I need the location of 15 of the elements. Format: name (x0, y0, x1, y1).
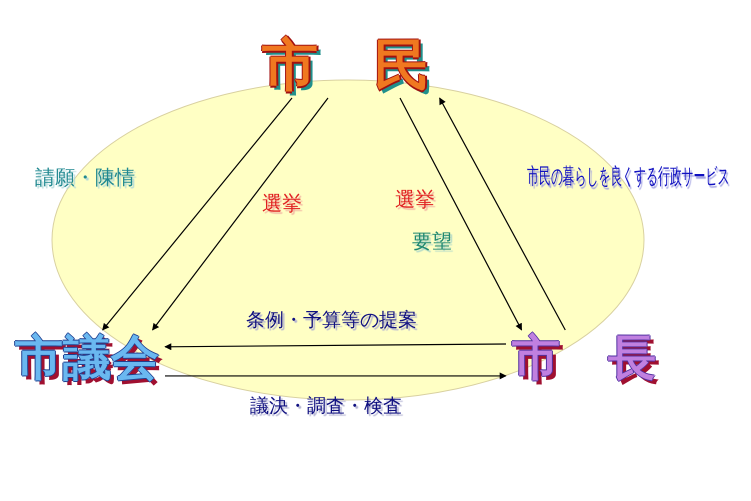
edge-label: 請願・陳情 (35, 166, 135, 188)
node-title: 市 長 (506, 330, 662, 386)
node-title: 市 民 (256, 34, 436, 98)
annotation-label: 要望 (412, 230, 452, 252)
arrow (399, 98, 522, 331)
edge-label: 市民の暮らしを良くする行政サービス (527, 165, 730, 190)
edge-label: 選挙 (262, 192, 302, 214)
edge-label: 条例・予算等の提案 (246, 310, 417, 331)
edge-label: 議決・調査・検査 (250, 396, 402, 417)
arrow (439, 97, 566, 330)
arrow (152, 98, 328, 331)
arrow (102, 98, 292, 331)
arrow (165, 372, 507, 380)
edge-label: 選挙 (395, 188, 435, 210)
arrow (164, 343, 506, 350)
